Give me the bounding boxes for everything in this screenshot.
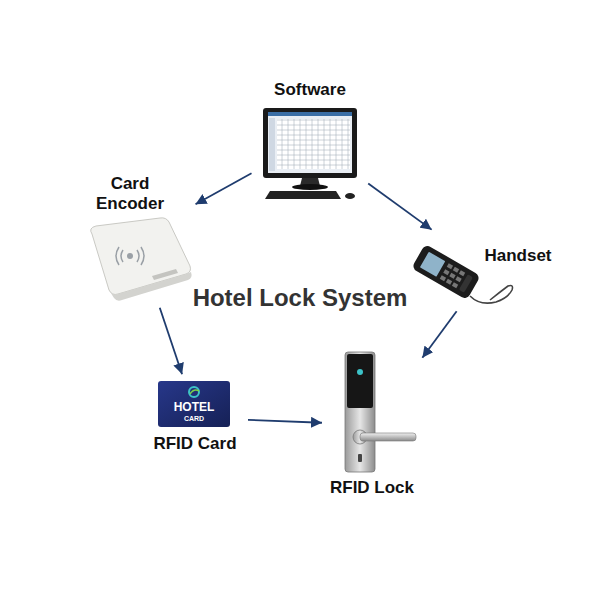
lock-keyhole — [358, 454, 362, 462]
node-text: RFID Card — [153, 434, 236, 454]
rfid-wave — [121, 250, 123, 262]
card-logo — [190, 390, 199, 394]
handset-key — [443, 269, 449, 275]
keyboard — [265, 191, 341, 199]
encoder-side — [109, 272, 192, 301]
side-panel — [269, 118, 275, 171]
node-label: Handset — [484, 246, 551, 266]
flow-arrow — [368, 183, 431, 229]
card-encoder-device — [91, 218, 192, 301]
lock-reader — [347, 354, 373, 408]
device-node: Card Encoder — [80, 170, 192, 304]
handset-screen — [420, 252, 445, 277]
node-text: CARD — [184, 415, 204, 423]
device-node: Handset — [414, 232, 560, 308]
handset-key — [446, 279, 452, 285]
flow-arrow — [160, 308, 182, 374]
lock-plate — [345, 352, 375, 472]
handset-key — [459, 270, 465, 276]
flow-arrow — [248, 420, 322, 423]
diagram-title: Hotel Lock System — [193, 284, 408, 312]
handset-key — [447, 263, 453, 269]
monitor-screen — [268, 112, 352, 173]
card-body — [158, 381, 230, 427]
spreadsheet-grid — [277, 119, 350, 169]
handset-key — [455, 276, 461, 282]
monitor-frame — [263, 108, 357, 178]
rfid-card-icon — [158, 381, 230, 427]
computer-icon — [263, 108, 357, 199]
handset-grip — [459, 274, 473, 293]
flow-arrow — [196, 173, 252, 204]
node-text: HOTEL — [174, 401, 215, 415]
lock-indicator — [357, 369, 363, 375]
node-label: Software — [274, 80, 346, 100]
lanyard — [470, 286, 513, 304]
rfid-lock-icon — [345, 352, 416, 472]
encoder-strip — [152, 269, 178, 280]
monitor-base — [292, 184, 328, 190]
rfid-wave — [141, 247, 144, 265]
card-logo — [189, 387, 199, 397]
flow-arrow — [422, 311, 456, 358]
device-node: Software — [255, 76, 365, 206]
rfid-symbol — [127, 253, 133, 259]
handset-key — [453, 267, 459, 273]
handset-body — [411, 244, 480, 300]
rfid-wave — [116, 247, 119, 265]
device-node: RFID Lock — [326, 348, 420, 502]
rfid-wave — [137, 250, 139, 262]
window-bar — [268, 112, 352, 116]
node-label: Card Encoder — [84, 174, 176, 213]
node-label: RFID Lock — [330, 478, 414, 498]
mouse — [345, 193, 355, 199]
handset-key — [440, 275, 446, 281]
handset-key — [452, 282, 458, 288]
device-node: HOTELCARD RFID Card — [149, 378, 244, 458]
lock-lever — [360, 433, 416, 441]
handset-key — [449, 273, 455, 279]
handset-device — [411, 244, 480, 300]
